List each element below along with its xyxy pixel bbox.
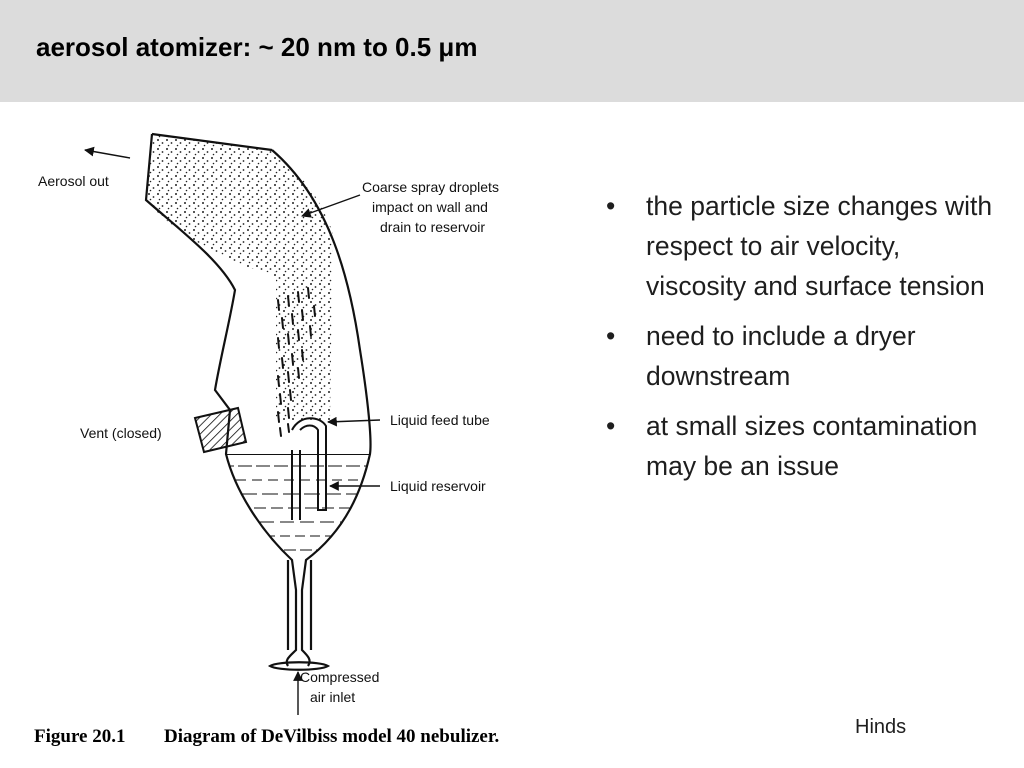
label-reservoir: Liquid reservoir	[390, 478, 486, 494]
arrows	[84, 146, 381, 715]
bullet-list: the particle size changes with respect t…	[604, 186, 1004, 496]
label-coarse-spray-3: drain to reservoir	[380, 219, 485, 235]
label-coarse-spray-1: Coarse spray droplets	[362, 179, 499, 195]
figure-caption-number: Figure 20.1	[34, 726, 125, 747]
label-vent: Vent (closed)	[80, 425, 162, 441]
label-compressed-2: air inlet	[310, 689, 355, 705]
title-bar: aerosol atomizer: ~ 20 nm to 0.5 μm	[0, 0, 1024, 102]
nebulizer-diagram: Aerosol out Coarse spray droplets impact…	[30, 120, 590, 760]
bullet-item: the particle size changes with respect t…	[604, 186, 1004, 306]
aerosol-stipple	[146, 134, 333, 420]
figure-caption-text: Diagram of DeVilbiss model 40 nebulizer.	[164, 726, 499, 747]
label-feed-tube: Liquid feed tube	[390, 412, 490, 428]
liquid-feed-tube	[291, 417, 327, 520]
vent-block	[193, 406, 248, 454]
liquid-reservoir	[225, 454, 370, 551]
coarse-spray-arrow	[301, 194, 361, 218]
bullet-item: at small sizes contamination may be an i…	[604, 406, 1004, 486]
spray-droplets	[277, 287, 316, 437]
label-aerosol-out: Aerosol out	[38, 173, 109, 189]
label-coarse-spray-2: impact on wall and	[372, 199, 488, 215]
label-compressed-1: Compressed	[300, 669, 379, 685]
slide-title: aerosol atomizer: ~ 20 nm to 0.5 μm	[36, 32, 478, 62]
vessel-outline	[144, 132, 372, 671]
source-credit: Hinds	[855, 716, 907, 738]
bullet-item: need to include a dryer downstream	[604, 316, 1004, 396]
feed-tube-arrow	[327, 416, 381, 427]
aerosol-out-arrow	[84, 146, 131, 159]
